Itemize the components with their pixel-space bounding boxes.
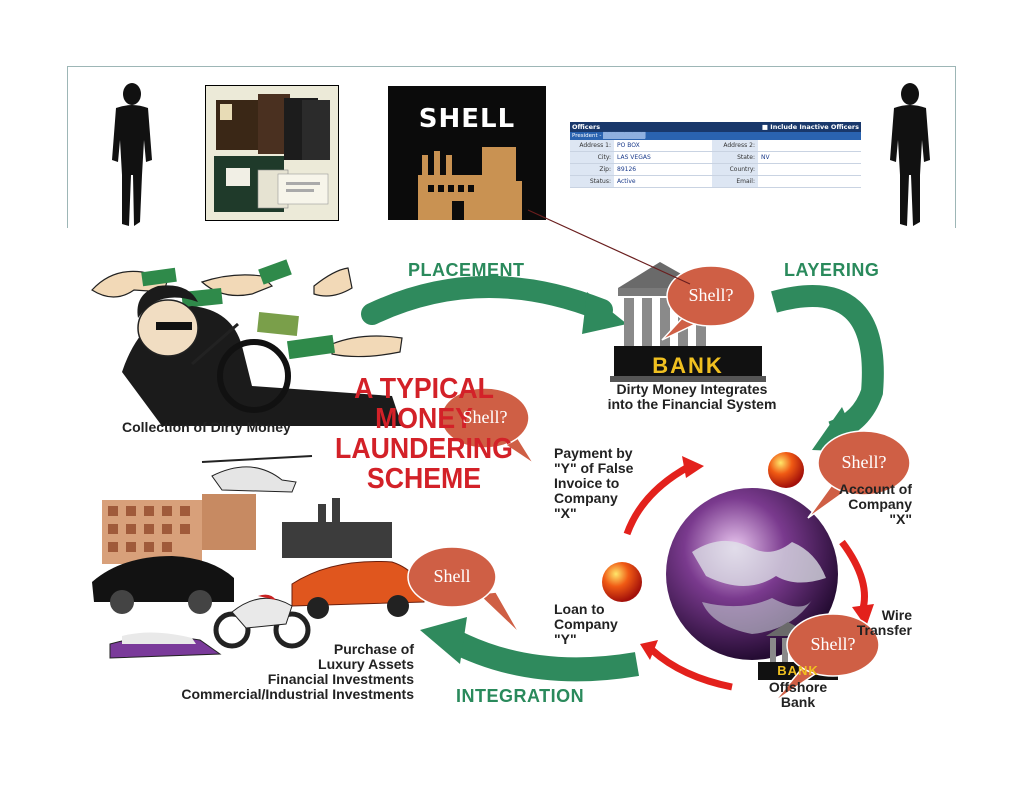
label-integrates: Dirty Money Integrates into the Financia… [582,382,802,412]
placement-arrow [361,276,613,325]
red-cycle-arrow [623,462,692,536]
field-value [758,176,861,187]
bubble-text-title: Shell? [462,407,508,427]
field-value: 89126 [617,166,637,173]
integration-arrow [446,629,640,682]
speech-bubble-loan [407,546,521,635]
layering-arrow [771,285,884,443]
officers-subheader: President - ██████████ [570,132,861,140]
label-line: Dirty Money Integrates [616,381,768,397]
shell-tile-label: SHELL [418,104,516,134]
officers-header: Officers ■ Include Inactive Officers [570,122,861,132]
stage-placement: PLACEMENT [408,260,525,280]
officers-title: Officers [572,123,601,131]
factory-icon [418,147,522,220]
left-person-silhouette [112,83,152,226]
field-label: City: [570,152,614,163]
label-line: Purchase of [333,641,414,657]
speech-bubble-title [440,387,535,465]
label-line: Payment by [554,445,633,461]
red-cycle-arrow [839,539,868,614]
bubble-text-bank: Shell? [688,285,734,305]
label-payment: Payment by "Y" of False Invoice to Compa… [554,446,633,521]
company-x-account-ball [768,452,804,488]
offshore-bank-sign: BANK [777,663,819,678]
stage-layering: LAYERING [784,260,880,280]
speech-bubble-offshore [773,613,880,703]
bubble-text-offshore: Shell? [810,634,856,654]
label-line: Financial Investments [267,671,414,687]
bubble-text-account: Shell? [841,452,887,472]
field-label: Zip: [570,164,614,175]
bubble-text-loan: Shell [433,566,471,586]
right-person-silhouette [890,83,930,226]
field-label: Country: [712,164,758,175]
bank-sign: BANK [652,353,724,378]
scheme-title-line: MONEY [375,403,473,435]
include-inactive-option[interactable]: ■ Include Inactive Officers [761,123,859,131]
label-line: Company [554,490,618,506]
label-wire-transfer: Wire Transfer [852,608,912,638]
diagram-artwork [91,259,911,703]
field-value: Active [617,178,636,185]
field-value [758,140,861,151]
field-label: Address 1: [570,140,614,151]
label-purchase: Purchase of Luxury Assets Financial Inve… [112,642,414,702]
label-collection: Collection of Dirty Money [122,419,291,435]
label-account: Account of Company "X" [822,482,912,527]
scheme-title-line: A TYPICAL [354,373,494,405]
officers-record-form: Officers ■ Include Inactive Officers Pre… [570,122,861,190]
label-line: Loan to [554,601,605,617]
scheme-title: A TYPICAL MONEY LAUNDERING SCHEME [332,374,516,494]
label-line: Company [848,496,912,512]
label-loan: Loan to Company "Y" [554,602,618,647]
luxury-assets-illustration [92,455,425,659]
field-label: Email: [712,176,758,187]
officers-row: City: LAS VEGAS State: NV [570,152,861,164]
label-line: Invoice to [554,475,620,491]
field-value: PO BOX [617,142,640,149]
scheme-title-line: SCHEME [366,463,482,495]
field-value: NV [761,154,770,161]
label-line: "X" [554,505,577,521]
field-label: State: [712,152,758,163]
label-line: Wire [881,607,912,623]
label-line: "Y" of False [554,460,634,476]
label-line: Luxury Assets [318,656,414,672]
officers-row: Address 1: PO BOX Address 2: [570,140,861,152]
red-cycle-arrow [649,647,733,691]
label-line: Offshore [768,679,828,695]
include-inactive-label: Include Inactive Officers [770,123,859,131]
label-line: "Y" [554,631,577,647]
field-label: Status: [570,176,614,187]
officers-subheader-text: President - [572,133,604,139]
label-line: "X" [889,511,912,527]
stage-integration: INTEGRATION [456,686,585,706]
label-line: Bank [780,694,816,710]
label-line: into the Financial System [607,396,777,412]
money-laundering-diagram: PLACEMENT LAYERING INTEGRATION BANK BANK… [82,252,912,714]
label-line: Company [554,616,618,632]
bank-building-icon [610,262,766,382]
label-line: Commercial/Industrial Investments [181,686,414,702]
shell-company-tile: SHELL [388,86,546,220]
label-line: Account of [838,481,912,497]
officers-row: Status: Active Email: [570,176,861,188]
speech-bubble-account [807,430,911,519]
company-y-ball [602,562,642,602]
field-label: Address 2: [712,140,758,151]
label-offshore-bank: Offshore Bank [758,680,838,710]
label-line: Transfer [856,622,912,638]
scheme-title-line: LAUNDERING [335,433,513,465]
man-in-car-illustration [122,285,402,426]
officers-row: Zip: 89126 Country: [570,164,861,176]
field-value: LAS VEGAS [617,154,651,161]
binders-illustration [206,86,338,220]
field-value [758,164,861,175]
binders-photo [205,85,339,221]
